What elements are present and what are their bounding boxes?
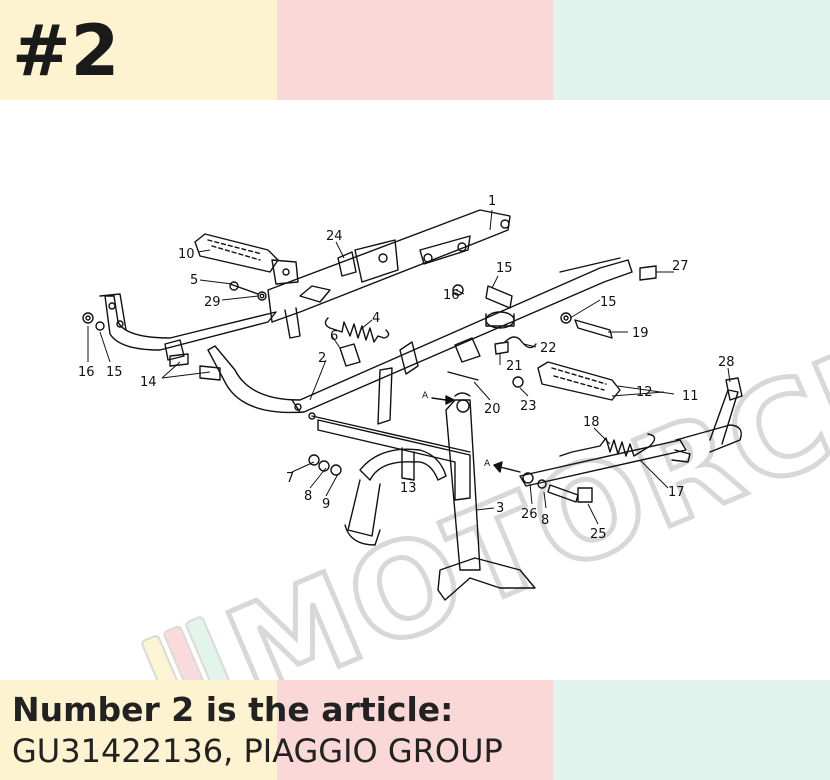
callout-14: 14 — [140, 375, 157, 390]
callout-3: 3 — [496, 501, 504, 516]
callout-28: 28 — [718, 355, 735, 370]
callout-20: 20 — [484, 402, 501, 417]
callout-8b: 8 — [541, 513, 549, 528]
callout-16a: 16 — [78, 365, 95, 380]
callout-29: 29 — [204, 295, 221, 310]
callout-2: 2 — [318, 351, 326, 366]
callout-21: 21 — [506, 359, 523, 374]
callout-18: 18 — [583, 415, 600, 430]
footer-color-band — [0, 680, 830, 780]
watermark-logo: MOTORCIA — [141, 284, 830, 680]
part-number-title: #2 — [12, 10, 120, 92]
exploded-parts-diagram: MOTORCIA — [78, 194, 830, 680]
callout-4: 4 — [372, 311, 380, 326]
callout-12: 12 — [636, 385, 653, 400]
article-heading: Number 2 is the article: — [12, 690, 454, 729]
callout-13: 13 — [400, 481, 417, 496]
footer-mint-block — [553, 680, 830, 780]
callout-19: 19 — [632, 326, 649, 341]
callout-15a: 15 — [106, 365, 123, 380]
parts-linework — [82, 209, 743, 601]
callout-23: 23 — [520, 399, 537, 414]
footer-yellow-block — [0, 680, 277, 780]
callout-16b: 16 — [443, 288, 460, 303]
callout-8a: 8 — [304, 489, 312, 504]
header-yellow-block — [0, 0, 277, 100]
callout-labels: 1 2 3 4 5 6 7 8 8 9 10 11 12 13 14 15 15… — [78, 194, 735, 542]
header-color-band — [0, 0, 830, 100]
callout-17: 17 — [668, 485, 685, 500]
callout-26: 26 — [521, 507, 538, 522]
article-code: GU31422136, PIAGGIO GROUP — [12, 732, 503, 770]
callout-22: 22 — [540, 341, 557, 356]
callout-7: 7 — [286, 471, 294, 486]
callout-leaders — [87, 209, 731, 525]
callout-5: 5 — [190, 273, 198, 288]
header-mint-block — [553, 0, 830, 100]
callout-24: 24 — [326, 229, 343, 244]
footer-pink-block — [276, 680, 554, 780]
callout-6: 6 — [330, 329, 338, 344]
callout-25: 25 — [590, 527, 607, 542]
header-pink-block — [276, 0, 554, 100]
arrow-label-a-2: A — [422, 391, 429, 401]
arrow-label-a-1: A — [484, 459, 491, 469]
watermark-text: MOTORCIA — [208, 286, 830, 680]
callout-27: 27 — [672, 259, 689, 274]
callout-9: 9 — [322, 497, 330, 512]
callout-11: 11 — [682, 389, 699, 404]
callout-15c: 15 — [600, 295, 617, 310]
callout-1: 1 — [488, 194, 496, 209]
callout-10: 10 — [178, 247, 195, 262]
callout-15b: 15 — [496, 261, 513, 276]
